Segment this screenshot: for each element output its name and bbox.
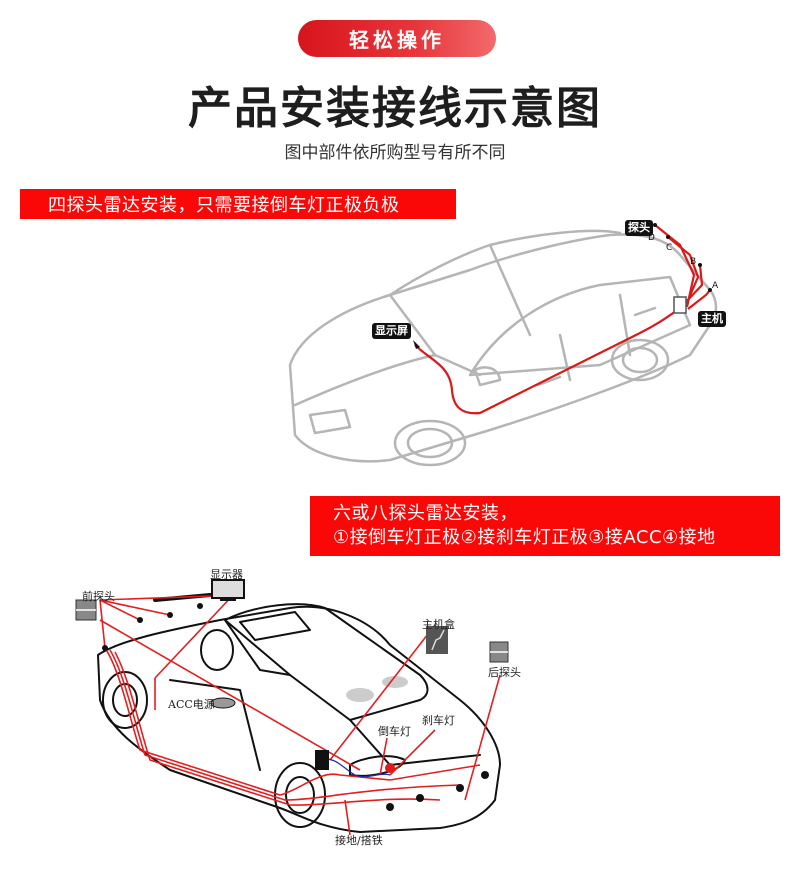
probe-label: 探头 — [625, 220, 653, 236]
six-eight-probe-wiring-diagram: 前探头 显示器 ACC电源 主机盒 后探头 倒车灯 刹车灯 接地/搭铁 — [60, 560, 540, 860]
point-b-label: B — [690, 257, 697, 267]
six-eight-probe-banner: 六或八探头雷达安装， ①接倒车灯正极②接刹车灯正极③接ACC④接地 — [310, 496, 780, 556]
badge-easy-operation: 轻松操作 — [298, 20, 496, 57]
host-label: 主机 — [698, 311, 726, 327]
four-probe-wiring-diagram: 显示屏 探头 主机 A B C D — [270, 215, 740, 485]
point-d-label: D — [648, 233, 655, 243]
point-c-label: C — [666, 243, 673, 253]
ground-label: 接地/搭铁 — [335, 834, 383, 847]
banner-line-2: ①接倒车灯正极②接刹车灯正极③接ACC④接地 — [333, 527, 716, 548]
banner-line-1: 六或八探头雷达安装， — [333, 503, 518, 524]
brake-light-label: 刹车灯 — [422, 714, 455, 727]
acc-power-label: ACC电源 — [168, 698, 215, 711]
sedan-outline-icon — [75, 579, 509, 836]
point-a-label: A — [712, 281, 719, 291]
host-box-label: 主机盒 — [422, 618, 455, 631]
page-subtitle: 图中部件依所购型号有所不同 — [284, 143, 506, 163]
car-outline-icon — [288, 223, 718, 467]
reverse-light-label: 倒车灯 — [378, 725, 411, 738]
display-screen-label: 显示屏 — [372, 323, 411, 339]
page-title: 产品安装接线示意图 — [188, 83, 602, 134]
rear-probe-label: 后探头 — [488, 666, 521, 679]
front-probe-label: 前探头 — [82, 590, 115, 603]
four-probe-banner: 四探头雷达安装，只需要接倒车灯正极负极 — [20, 189, 456, 219]
display-label: 显示器 — [210, 568, 243, 581]
